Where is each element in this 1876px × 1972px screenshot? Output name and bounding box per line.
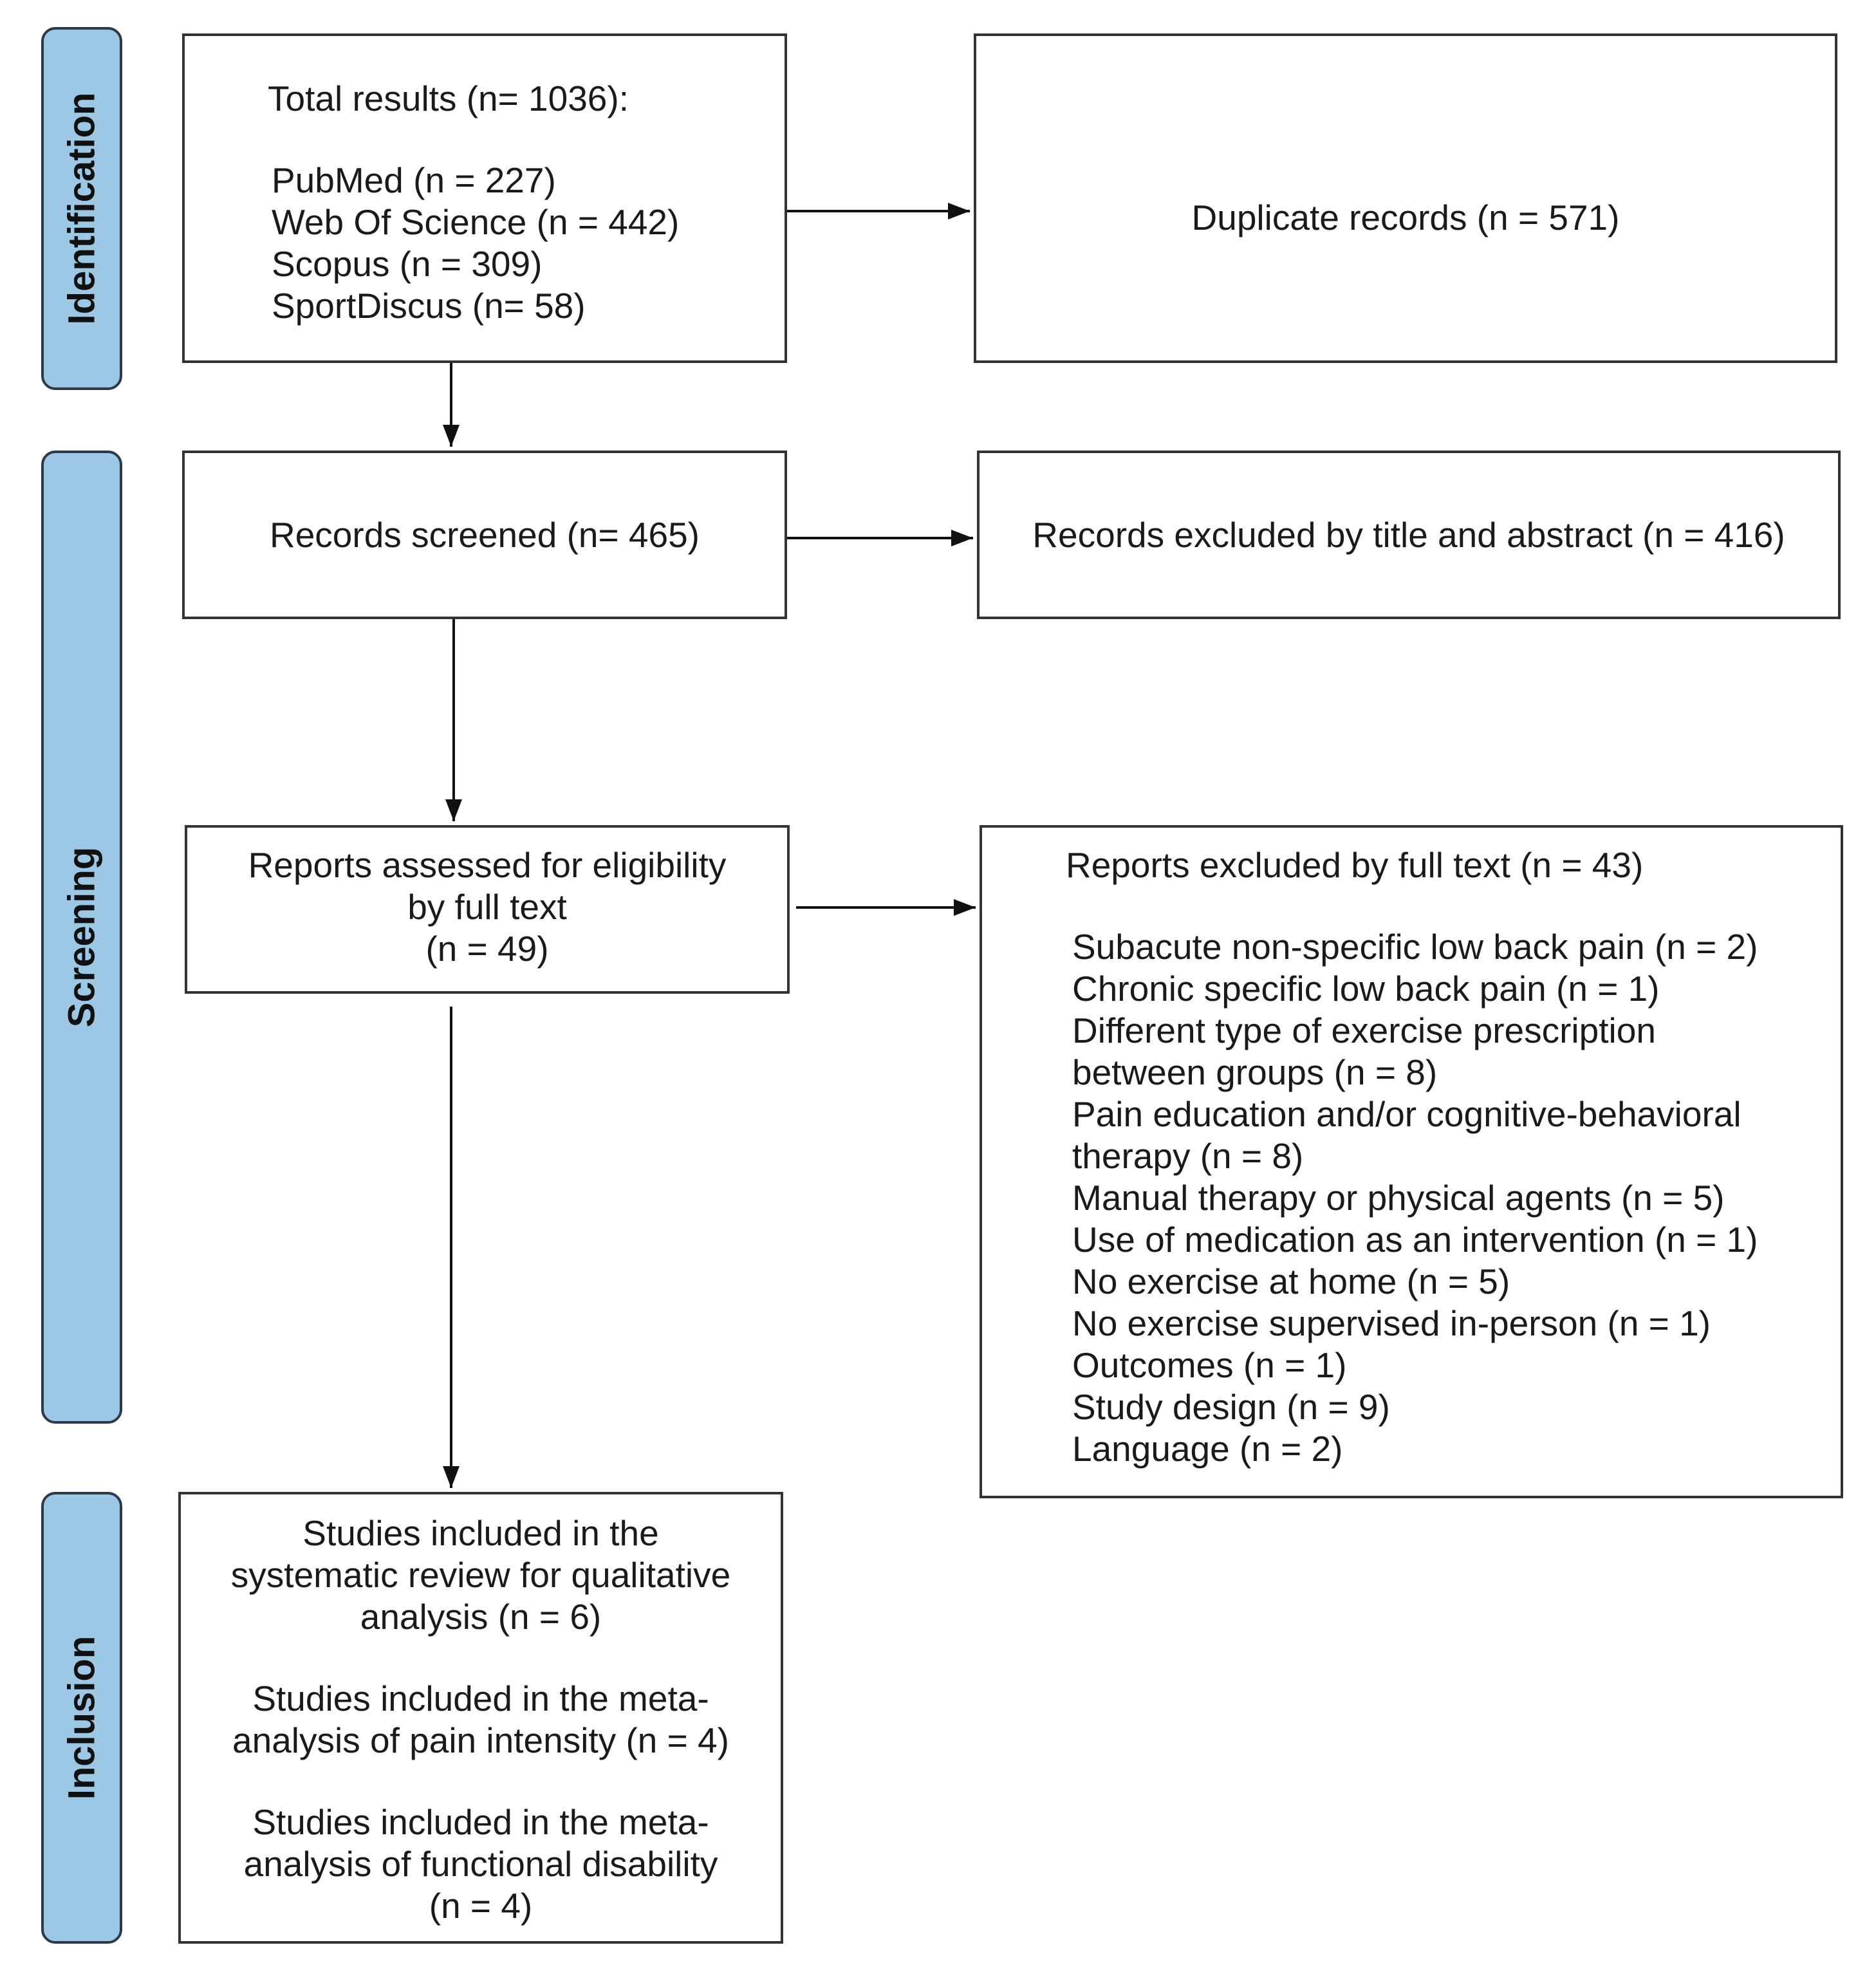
excluded-fulltext-box: Reports excluded by full text (n = 43) S… (980, 825, 1843, 1498)
source-scopus: Scopus (n = 309) (272, 244, 543, 284)
phase-screening: Screening (41, 451, 122, 1424)
included-qualitative-line: analysis (n = 6) (360, 1597, 602, 1637)
exclusion-reason: Chronic specific low back pain (n = 1) (1072, 969, 1660, 1009)
total-results-text: Total results (n= 1036): (268, 79, 629, 118)
assessed-box: Reports assessed for eligibility by full… (185, 825, 790, 994)
duplicates-text: Duplicate records (n = 571) (1191, 198, 1620, 237)
excluded-title-box: Records excluded by title and abstract (… (977, 451, 1841, 619)
duplicates-box: Duplicate records (n = 571) (974, 33, 1837, 363)
exclusion-reason: Subacute non-specific low back pain (n =… (1072, 927, 1758, 967)
assessed-line-1: Reports assessed for eligibility (248, 845, 727, 885)
included-qualitative-line: Studies included in the (302, 1513, 659, 1553)
phase-inclusion: Inclusion (41, 1492, 122, 1944)
exclusion-reason: between groups (n = 8) (1072, 1052, 1438, 1092)
excluded-fulltext-title: Reports excluded by full text (n = 43) (1066, 845, 1644, 885)
exclusion-reason: No exercise supervised in-person (n = 1) (1072, 1303, 1711, 1343)
identification-box: Total results (n= 1036): PubMed (n = 227… (182, 33, 787, 363)
assessed-line-3: (n = 49) (425, 929, 549, 969)
exclusion-reason: Outcomes (n = 1) (1072, 1345, 1347, 1385)
excluded-title-text: Records excluded by title and abstract (… (1032, 514, 1785, 555)
included-pain-line: Studies included in the meta- (252, 1679, 709, 1718)
included-disability-line: (n = 4) (429, 1886, 533, 1926)
exclusion-reason: No exercise at home (n = 5) (1072, 1261, 1510, 1301)
exclusion-reason: Study design (n = 9) (1072, 1387, 1390, 1427)
exclusion-reason: Language (n = 2) (1072, 1429, 1343, 1469)
source-web-of-science: Web Of Science (n = 442) (272, 202, 680, 242)
included-disability-line: analysis of functional disability (243, 1844, 718, 1884)
exclusion-reason: therapy (n = 8) (1072, 1136, 1304, 1176)
source-sportdiscus: SportDiscus (n= 58) (272, 286, 586, 326)
exclusion-reason: Manual therapy or physical agents (n = 5… (1072, 1178, 1725, 1218)
exclusion-reason: Different type of exercise prescription (1072, 1010, 1656, 1050)
included-disability-line: Studies included in the meta- (252, 1802, 709, 1842)
included-pain-line: analysis of pain intensity (n = 4) (232, 1720, 729, 1760)
exclusion-reason: Pain education and/or cognitive-behavior… (1072, 1094, 1741, 1134)
phase-identification: Identification (41, 27, 122, 390)
screened-text: Records screened (n= 465) (269, 514, 700, 555)
exclusion-reason: Use of medication as an intervention (n … (1072, 1220, 1758, 1260)
assessed-line-2: by full text (407, 887, 567, 927)
included-qualitative-line: systematic review for qualitative (230, 1555, 731, 1595)
screened-box: Records screened (n= 465) (182, 451, 787, 619)
included-box: Studies included in the systematic revie… (178, 1492, 783, 1944)
source-pubmed: PubMed (n = 227) (272, 160, 556, 200)
